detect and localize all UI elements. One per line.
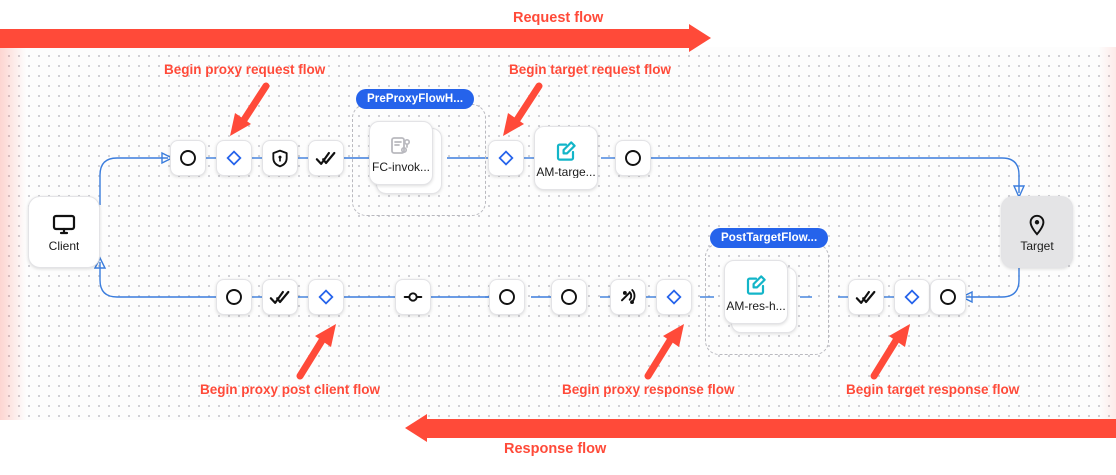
request-flow-label: Request flow bbox=[513, 10, 604, 26]
annotation-arrow-begin-target-response-flow bbox=[870, 324, 910, 380]
circle-icon bbox=[178, 148, 198, 168]
annotation-arrow-begin-proxy-response-flow bbox=[644, 324, 684, 380]
annotation-label-begin-proxy-response-flow: Begin proxy response flow bbox=[562, 382, 735, 397]
node-rq-start[interactable] bbox=[170, 140, 206, 176]
node-rs-target-checks[interactable] bbox=[848, 279, 884, 315]
annotation-label-begin-target-response-flow: Begin target response flow bbox=[846, 382, 1020, 397]
response-flow-label: Response flow bbox=[504, 441, 607, 457]
broadcast-icon bbox=[617, 286, 639, 308]
node-rq-target-flow-start[interactable] bbox=[488, 140, 524, 176]
node-rq-end[interactable] bbox=[615, 140, 651, 176]
node-rs-circle-a[interactable] bbox=[489, 279, 525, 315]
assign-message-icon bbox=[554, 139, 578, 163]
policy-fc-invoke[interactable]: FC-invok... bbox=[369, 121, 433, 185]
shield-lock-icon bbox=[270, 148, 290, 169]
target-node[interactable]: Target bbox=[1001, 196, 1073, 268]
node-rq-proxy-flow-start[interactable] bbox=[216, 140, 252, 176]
request-flow-arrowhead bbox=[689, 24, 711, 52]
annotation-arrow-begin-proxy-post-client-flow bbox=[296, 324, 336, 380]
policy-fc-invoke-label: FC-invok... bbox=[371, 160, 430, 173]
node-rs-target-circle[interactable] bbox=[930, 279, 966, 315]
node-rq-security[interactable] bbox=[262, 140, 298, 176]
response-flow-arrowhead bbox=[405, 414, 427, 442]
monitor-icon bbox=[51, 213, 77, 237]
double-check-icon bbox=[855, 287, 877, 307]
circle-icon bbox=[623, 148, 643, 168]
diamond-icon bbox=[496, 148, 516, 168]
flow-callout-icon bbox=[389, 134, 413, 158]
group-pre-proxy-flow-hook-badge[interactable]: PreProxyFlowH... bbox=[356, 89, 475, 109]
diamond-icon bbox=[902, 287, 922, 307]
client-node[interactable]: Client bbox=[28, 196, 100, 268]
double-check-icon bbox=[315, 148, 337, 168]
diamond-icon bbox=[664, 287, 684, 307]
node-rs-broadcast[interactable] bbox=[610, 279, 646, 315]
flow-canvas[interactable] bbox=[0, 47, 1116, 420]
target-node-label: Target bbox=[1020, 239, 1054, 252]
node-rs-post-client-flow-start[interactable] bbox=[308, 279, 344, 315]
circle-icon bbox=[559, 287, 579, 307]
node-rs-post-client-circle[interactable] bbox=[216, 279, 252, 315]
annotation-arrow-begin-proxy-request-flow bbox=[230, 82, 270, 136]
policy-am-res-h[interactable]: AM-res-h... bbox=[724, 260, 788, 324]
circle-icon bbox=[938, 287, 958, 307]
diamond-icon bbox=[316, 287, 336, 307]
request-flow-bar bbox=[0, 29, 690, 48]
node-rs-proxy-response-flow-start[interactable] bbox=[656, 279, 692, 315]
double-check-icon bbox=[269, 287, 291, 307]
annotation-label-begin-proxy-request-flow: Begin proxy request flow bbox=[164, 62, 326, 77]
annotation-label-begin-proxy-post-client-flow: Begin proxy post client flow bbox=[200, 382, 381, 397]
node-rs-circle-b[interactable] bbox=[551, 279, 587, 315]
circle-icon bbox=[497, 287, 517, 307]
group-post-target-flow-hook-badge[interactable]: PostTargetFlow... bbox=[710, 228, 829, 248]
node-rs-connector[interactable] bbox=[395, 279, 431, 315]
node-rs-post-client-checks[interactable] bbox=[262, 279, 298, 315]
connector-node-icon bbox=[402, 287, 424, 307]
annotation-arrow-begin-target-request-flow bbox=[503, 82, 543, 136]
node-rs-target-response-flow-start[interactable] bbox=[894, 279, 930, 315]
node-rq-am-target-label: AM-targe... bbox=[536, 165, 596, 178]
client-node-label: Client bbox=[48, 239, 80, 252]
policy-am-res-h-stack: AM-res-h... bbox=[724, 260, 802, 338]
map-pin-icon bbox=[1026, 213, 1048, 237]
circle-icon bbox=[224, 287, 244, 307]
assign-message-icon bbox=[744, 273, 768, 297]
response-flow-bar bbox=[426, 419, 1116, 438]
node-rq-am-target[interactable]: AM-targe... bbox=[534, 126, 598, 190]
node-rq-checks[interactable] bbox=[308, 140, 344, 176]
diamond-icon bbox=[224, 148, 244, 168]
annotation-label-begin-target-request-flow: Begin target request flow bbox=[509, 62, 672, 77]
policy-fc-invoke-stack: FC-invok... bbox=[369, 121, 447, 199]
policy-am-res-h-label: AM-res-h... bbox=[726, 299, 786, 312]
